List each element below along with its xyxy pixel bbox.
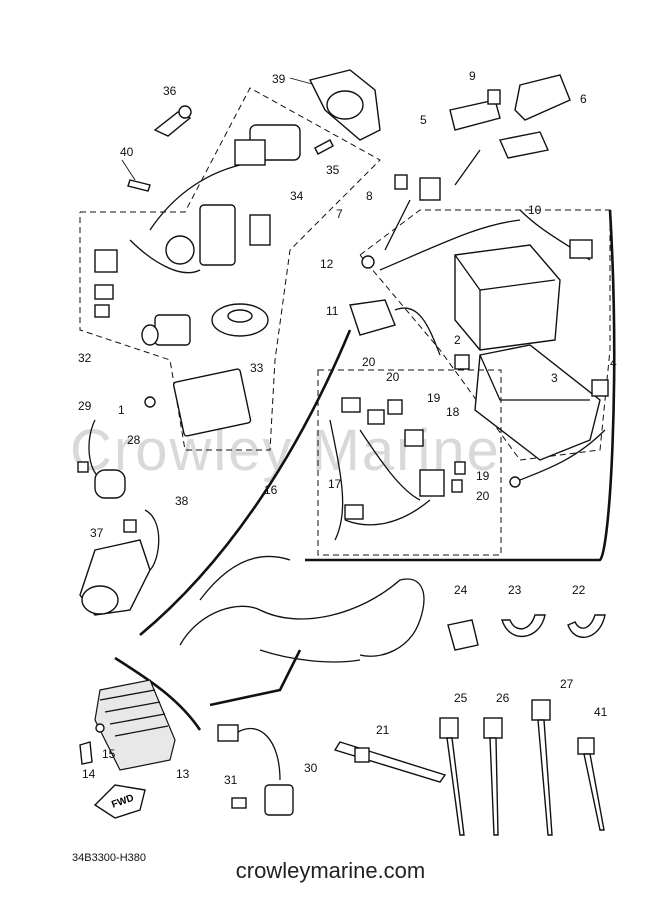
callout-17: 17: [328, 477, 342, 491]
part-23-clamp: [501, 614, 546, 637]
callout-11: 11: [326, 304, 339, 318]
part-15-washer: [95, 723, 105, 733]
part-37-horn: [79, 539, 151, 616]
part-2-battery: [454, 244, 561, 351]
part-27-tie: [531, 699, 553, 836]
part-12-bolt: [361, 255, 375, 269]
callout-7: 7: [336, 207, 343, 221]
callout-2: 2: [454, 333, 461, 347]
separator-curve-right: [305, 209, 616, 562]
callout-19-b: 19: [476, 469, 490, 483]
part-10-battery-lead: [379, 209, 593, 271]
part-14-bolt: [79, 741, 93, 765]
part-34-main-switch: [149, 124, 301, 231]
callout-26: 26: [496, 691, 510, 705]
callout-24: 24: [454, 583, 468, 597]
callout-29: 29: [78, 399, 92, 413]
part-21-tie: [333, 741, 447, 783]
callout-37: 37: [90, 526, 104, 540]
callout-32: 32: [78, 351, 92, 365]
callout-19-a: 19: [427, 391, 441, 405]
part-1-washer: [144, 396, 156, 408]
part-16-sub-harness: [329, 397, 466, 541]
callout-18: 18: [446, 405, 460, 419]
separator-curve-left: [114, 656, 202, 731]
part-31-bolt: [231, 797, 247, 809]
callout-14: 14: [82, 767, 96, 781]
site-footer-link[interactable]: crowleymarine.com: [235, 858, 426, 883]
callout-9: 9: [469, 69, 476, 83]
part-connectors-left: [94, 249, 118, 318]
scooter-outline: [179, 555, 425, 663]
part-ground-lead: [509, 429, 606, 488]
separator-curve-upper: [139, 329, 352, 636]
group-outline-16: [317, 369, 502, 556]
part-40-screw: [127, 179, 151, 192]
part-9-relay: [487, 89, 501, 105]
part-36-key: [153, 105, 192, 137]
callout-28: 28: [127, 433, 141, 447]
callout-38: 38: [175, 494, 189, 508]
part-5-bracket: [449, 99, 501, 131]
part-7-wire: [384, 199, 411, 251]
group-outline-battery: [359, 209, 611, 461]
part-11-starter-relay: [349, 299, 470, 370]
callout-30: 30: [304, 761, 318, 775]
callout-layer: 39 36 40 35 34 32 33 1 9 6 5 8 7 10 12 1…: [78, 69, 617, 787]
callout-33: 33: [250, 361, 264, 375]
callout-27: 27: [560, 677, 574, 691]
callout-8: 8: [366, 189, 373, 203]
callout-20-b: 20: [386, 370, 400, 384]
part-26-tie: [483, 717, 503, 836]
diagram-code: 34B3300-H380: [72, 852, 147, 864]
callout-31: 31: [224, 773, 238, 787]
part-22-clamp: [567, 614, 606, 638]
part-33-ecu: [172, 368, 252, 437]
part-6-cover: [514, 74, 571, 121]
callout-40: 40: [120, 145, 134, 159]
callout-15: 15: [102, 747, 116, 761]
part-39-cover: [308, 69, 381, 141]
callout-21: 21: [376, 723, 390, 737]
callout-6: 6: [580, 92, 587, 106]
callout-23: 23: [508, 583, 522, 597]
part-38-band: [123, 509, 160, 571]
part-24-clamp: [447, 619, 479, 651]
part-3-battery-box: [474, 344, 601, 461]
callout-39: 39: [272, 72, 286, 86]
callout-41: 41: [594, 705, 608, 719]
callout-25: 25: [454, 691, 468, 705]
callout-22: 22: [572, 583, 586, 597]
part-13-rectifier: [94, 679, 176, 771]
separator-curve-lower: [209, 649, 302, 707]
callout-20-a: 20: [362, 355, 376, 369]
part-35-screw: [314, 139, 334, 155]
part-cap: [211, 303, 269, 337]
fwd-arrow: FWD: [93, 784, 146, 819]
callout-36: 36: [163, 84, 177, 98]
part-28-sensor: [77, 461, 126, 499]
callout-34: 34: [290, 189, 304, 203]
part-harness-top: [394, 131, 549, 201]
callout-10: 10: [528, 203, 542, 217]
part-30-sensor: [217, 724, 294, 816]
part-4-fuse: [591, 379, 609, 397]
callout-12: 12: [320, 257, 334, 271]
callout-1: 1: [118, 403, 125, 417]
callout-13: 13: [176, 767, 190, 781]
callout-35: 35: [326, 163, 340, 177]
callout-20-c: 20: [476, 489, 490, 503]
callout-4: 4: [610, 356, 617, 370]
part-25-tie: [439, 717, 465, 836]
part-41-tie: [577, 737, 605, 831]
group-outline-32: [79, 87, 381, 451]
callout-16: 16: [264, 483, 278, 497]
part-seat-lock-assembly: [129, 204, 271, 274]
part-sensor: [141, 314, 191, 346]
callout-3: 3: [551, 371, 558, 385]
callout-5: 5: [420, 113, 427, 127]
